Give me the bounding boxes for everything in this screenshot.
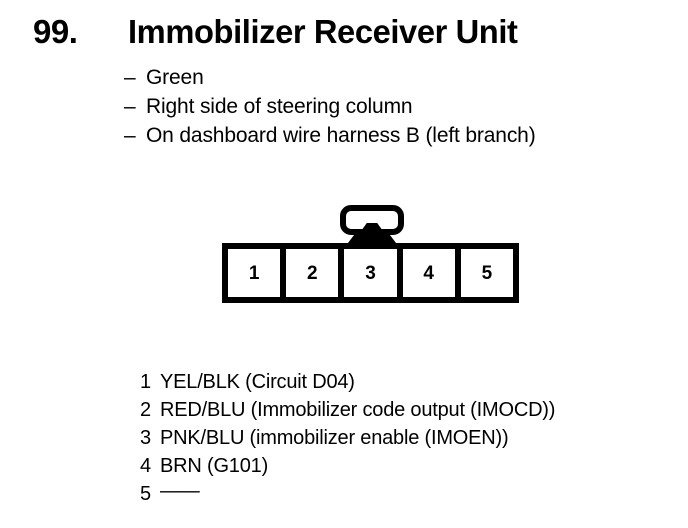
terminal-cell-3: 3 xyxy=(344,249,397,297)
terminal-cell-1: 1 xyxy=(228,249,281,297)
latch-stem xyxy=(359,223,385,243)
legend-row: 3 PNK/BLU (immobilizer enable (IMOEN)) xyxy=(140,424,680,452)
list-item: – On dashboard wire harness B (left bran… xyxy=(124,121,684,150)
connector-diagram: 1 2 3 4 5 xyxy=(222,205,522,305)
legend-pin-description: —— xyxy=(160,480,200,502)
legend-pin-description: RED/BLU (Immobilizer code output (IMOCD)… xyxy=(160,399,556,421)
section-number: 99. xyxy=(33,13,78,50)
legend-pin-number: 4 xyxy=(140,455,152,477)
list-item-label: On dashboard wire harness B (left branch… xyxy=(146,124,536,147)
legend-pin-number: 5 xyxy=(140,483,152,505)
list-item: – Green xyxy=(124,63,684,92)
legend-pin-description: YEL/BLK (Circuit D04) xyxy=(160,371,355,393)
dash-icon: – xyxy=(124,66,136,89)
legend-pin-description: PNK/BLU (immobilizer enable (IMOEN)) xyxy=(160,427,509,449)
legend-row: 5 —— xyxy=(140,480,680,508)
legend-pin-number: 3 xyxy=(140,427,152,449)
list-item-label: Green xyxy=(146,66,204,89)
list-item: – Right side of steering column xyxy=(124,92,684,121)
page-title: Immobilizer Receiver Unit xyxy=(128,13,518,50)
page-header: 99. Immobilizer Receiver Unit xyxy=(0,12,688,56)
legend-row: 1 YEL/BLK (Circuit D04) xyxy=(140,368,680,396)
list-item-label: Right side of steering column xyxy=(146,95,413,118)
description-list: – Green – Right side of steering column … xyxy=(124,63,684,150)
legend-row: 2 RED/BLU (Immobilizer code output (IMOC… xyxy=(140,396,680,424)
legend-pin-description: BRN (G101) xyxy=(160,455,269,477)
legend-pin-number: 2 xyxy=(140,399,152,421)
connector-latch-icon xyxy=(340,205,404,243)
pin-legend: 1 YEL/BLK (Circuit D04) 2 RED/BLU (Immob… xyxy=(140,368,680,508)
dash-icon: – xyxy=(124,124,136,147)
legend-row: 4 BRN (G101) xyxy=(140,452,680,480)
terminal-cell-2: 2 xyxy=(286,249,339,297)
terminal-cell-5: 5 xyxy=(460,249,514,297)
dash-icon: – xyxy=(124,95,136,118)
terminal-cell-4: 4 xyxy=(402,249,455,297)
connector-housing: 1 2 3 4 5 xyxy=(222,243,519,303)
legend-pin-number: 1 xyxy=(140,371,152,393)
